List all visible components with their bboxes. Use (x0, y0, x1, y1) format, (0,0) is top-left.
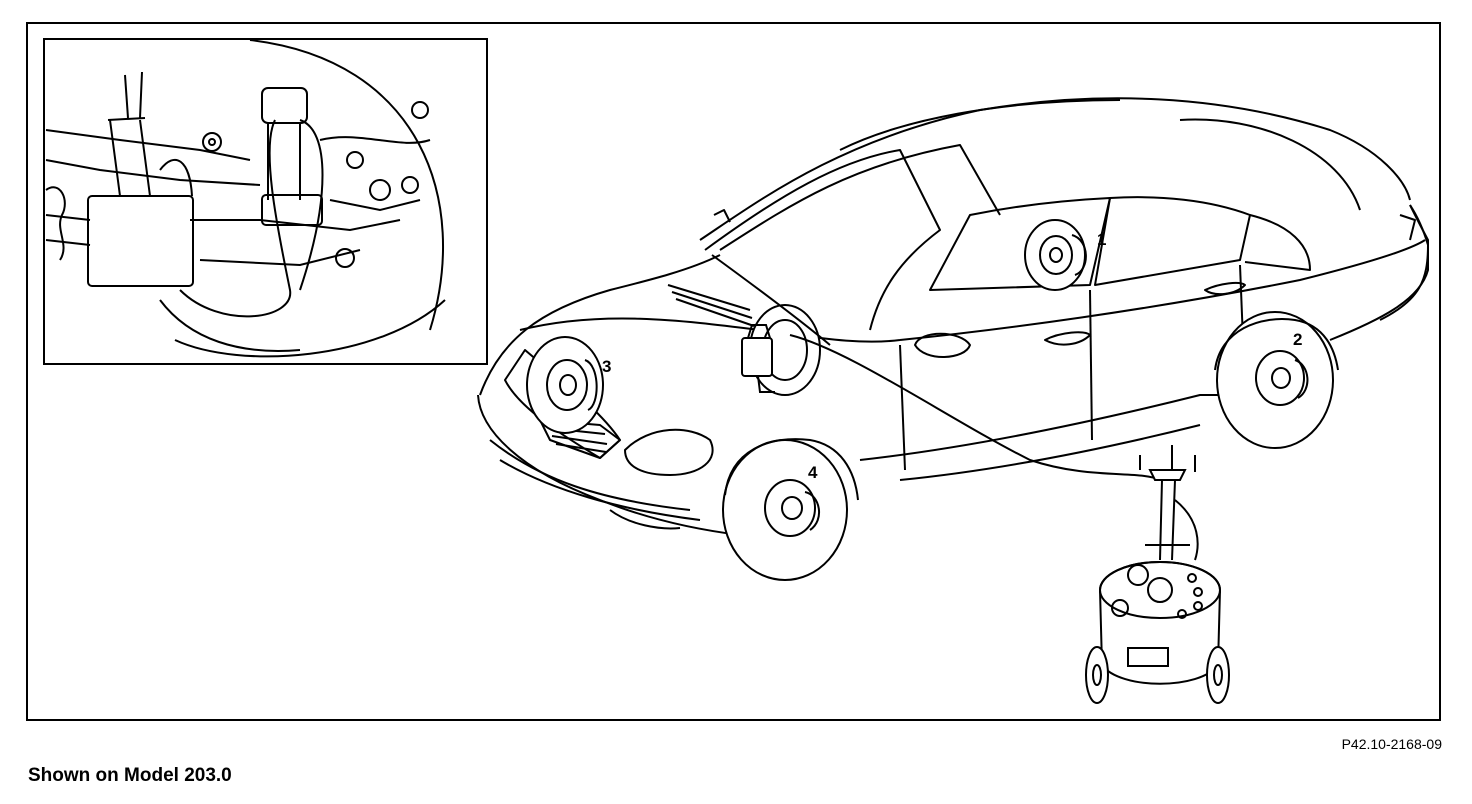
inset-detail (44, 39, 487, 364)
callout-4: 4 (808, 463, 818, 482)
figure-caption: Shown on Model 203.0 (28, 765, 232, 786)
diagram-frame (27, 23, 1440, 720)
callout-3: 3 (602, 357, 611, 376)
front-right-wheel (723, 439, 858, 580)
front-left-brake-disc (527, 337, 603, 433)
callout-1: 1 (1097, 230, 1106, 249)
car-body (478, 98, 1428, 535)
brake-bleeder-unit (1086, 445, 1229, 703)
brake-fluid-reservoir (742, 305, 820, 395)
bleeder-hose (790, 335, 1160, 480)
rear-left-brake-disc (1025, 220, 1086, 290)
rear-right-wheel (1215, 312, 1338, 448)
callout-2: 2 (1293, 330, 1302, 349)
figure-id-code: P42.10-2168-09 (1341, 736, 1442, 752)
